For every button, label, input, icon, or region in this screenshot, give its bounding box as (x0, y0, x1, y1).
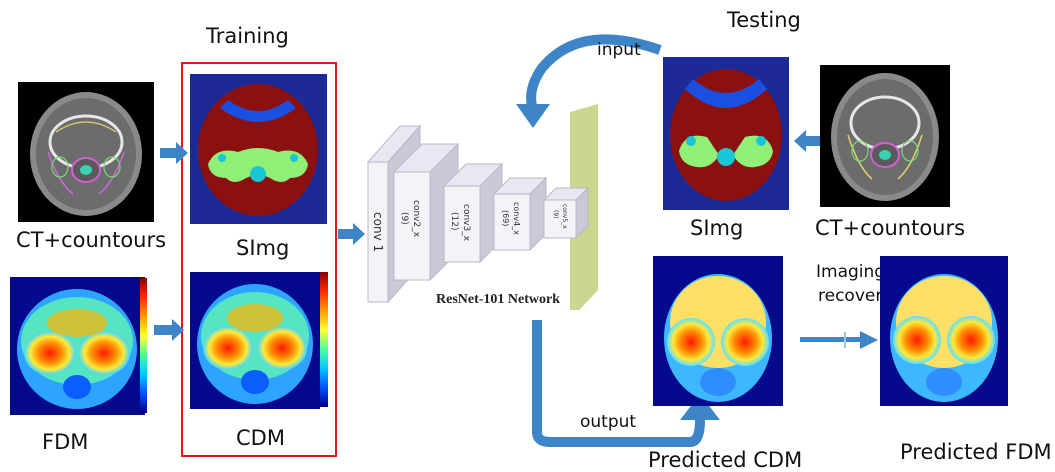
colorbar-icon (140, 278, 147, 413)
block-conv5 (542, 186, 590, 240)
block-label: (69) (501, 210, 510, 226)
block-label: (9) (552, 210, 559, 219)
simg-label-testing: SImg (690, 216, 744, 240)
ct-image-left (18, 82, 154, 222)
cdm-image (190, 272, 320, 409)
predicted-cdm-image (653, 256, 783, 406)
predicted-fdm-label: Predicted FDM (900, 440, 1052, 464)
ct-label-left: CT+countours (16, 228, 167, 252)
output-label: output (580, 412, 637, 432)
testing-title: Testing (727, 8, 801, 32)
block-label: conv4_x (512, 202, 521, 235)
right-arrow-icon (800, 331, 878, 349)
predicted-fdm-image (880, 256, 1008, 406)
fdm-image (10, 277, 145, 415)
fdm-label: FDM (42, 430, 89, 454)
predicted-cdm-label: Predicted CDM (648, 448, 803, 472)
block-label: conv5_x (561, 204, 568, 229)
block-label: conv 1 (371, 212, 385, 252)
block-conv4 (492, 176, 548, 252)
block-label: (9) (399, 212, 409, 225)
simg-label-training: SImg (236, 236, 290, 260)
ct-label-right: CT+countours (815, 216, 966, 240)
right-arrow-icon (154, 319, 184, 341)
block-label: (12) (449, 212, 459, 230)
right-arrow-icon (160, 142, 188, 164)
network-name: ResNet-101 Network (436, 292, 561, 307)
cdm-label: CDM (236, 426, 285, 450)
curved-arrow-icon (532, 320, 720, 447)
training-box (181, 62, 337, 457)
right-arrow-icon (794, 130, 822, 152)
ct-image-right (820, 65, 950, 207)
block-label: conv3_x (461, 204, 471, 242)
colorbar-icon (320, 272, 328, 407)
right-arrow-icon (338, 223, 365, 245)
input-label: input (597, 40, 641, 60)
block-label: conv2_x (411, 200, 421, 238)
training-title: Training (206, 24, 289, 48)
imaging-recovery-label: recovery (818, 286, 893, 306)
imaging-recovery-label: Imaging (816, 262, 886, 282)
resnet-network-diagram: conv 1 conv2_x (9) conv3_x (12) conv4_x … (366, 104, 598, 310)
curved-arrow-icon (516, 34, 662, 128)
simg-image-testing (663, 57, 789, 210)
simg-image-training (190, 74, 327, 224)
